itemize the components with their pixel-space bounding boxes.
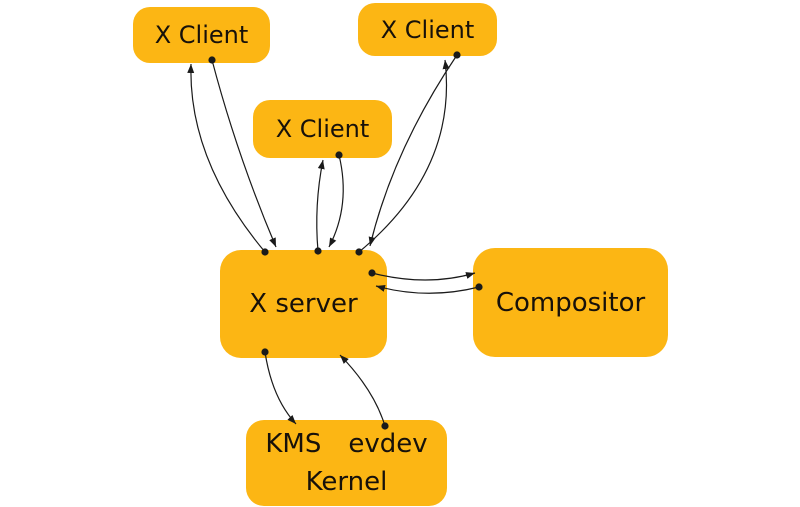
edge-server-to-client-middle xyxy=(314,159,325,255)
node-label: X server xyxy=(249,289,358,319)
edge-compositor-to-server xyxy=(375,283,483,294)
edge-kernel-evdev-to-server xyxy=(339,354,389,430)
kernel-interfaces-row: KMS evdev xyxy=(265,429,427,459)
kernel-evdev-label: evdev xyxy=(348,429,428,459)
node-label: X Client xyxy=(275,115,370,143)
edge-client-middle-to-server xyxy=(328,151,344,248)
edge-server-to-client-left xyxy=(187,63,269,256)
node-compositor: Compositor xyxy=(473,248,668,357)
edge-server-to-compositor xyxy=(368,269,476,281)
node-x-client-right: X Client xyxy=(358,3,497,56)
node-x-client-left: X Client xyxy=(133,7,270,63)
node-label: X Client xyxy=(154,21,249,49)
kernel-kms-label: KMS xyxy=(265,429,322,459)
node-label: X Client xyxy=(380,15,475,44)
edge-server-to-kernel-kms xyxy=(261,348,297,425)
node-x-client-middle: X Client xyxy=(253,100,392,158)
node-label: Compositor xyxy=(495,287,646,318)
node-kernel: KMS evdev Kernel xyxy=(246,420,447,506)
node-label: Kernel xyxy=(305,467,388,497)
node-x-server: X server xyxy=(220,250,387,358)
